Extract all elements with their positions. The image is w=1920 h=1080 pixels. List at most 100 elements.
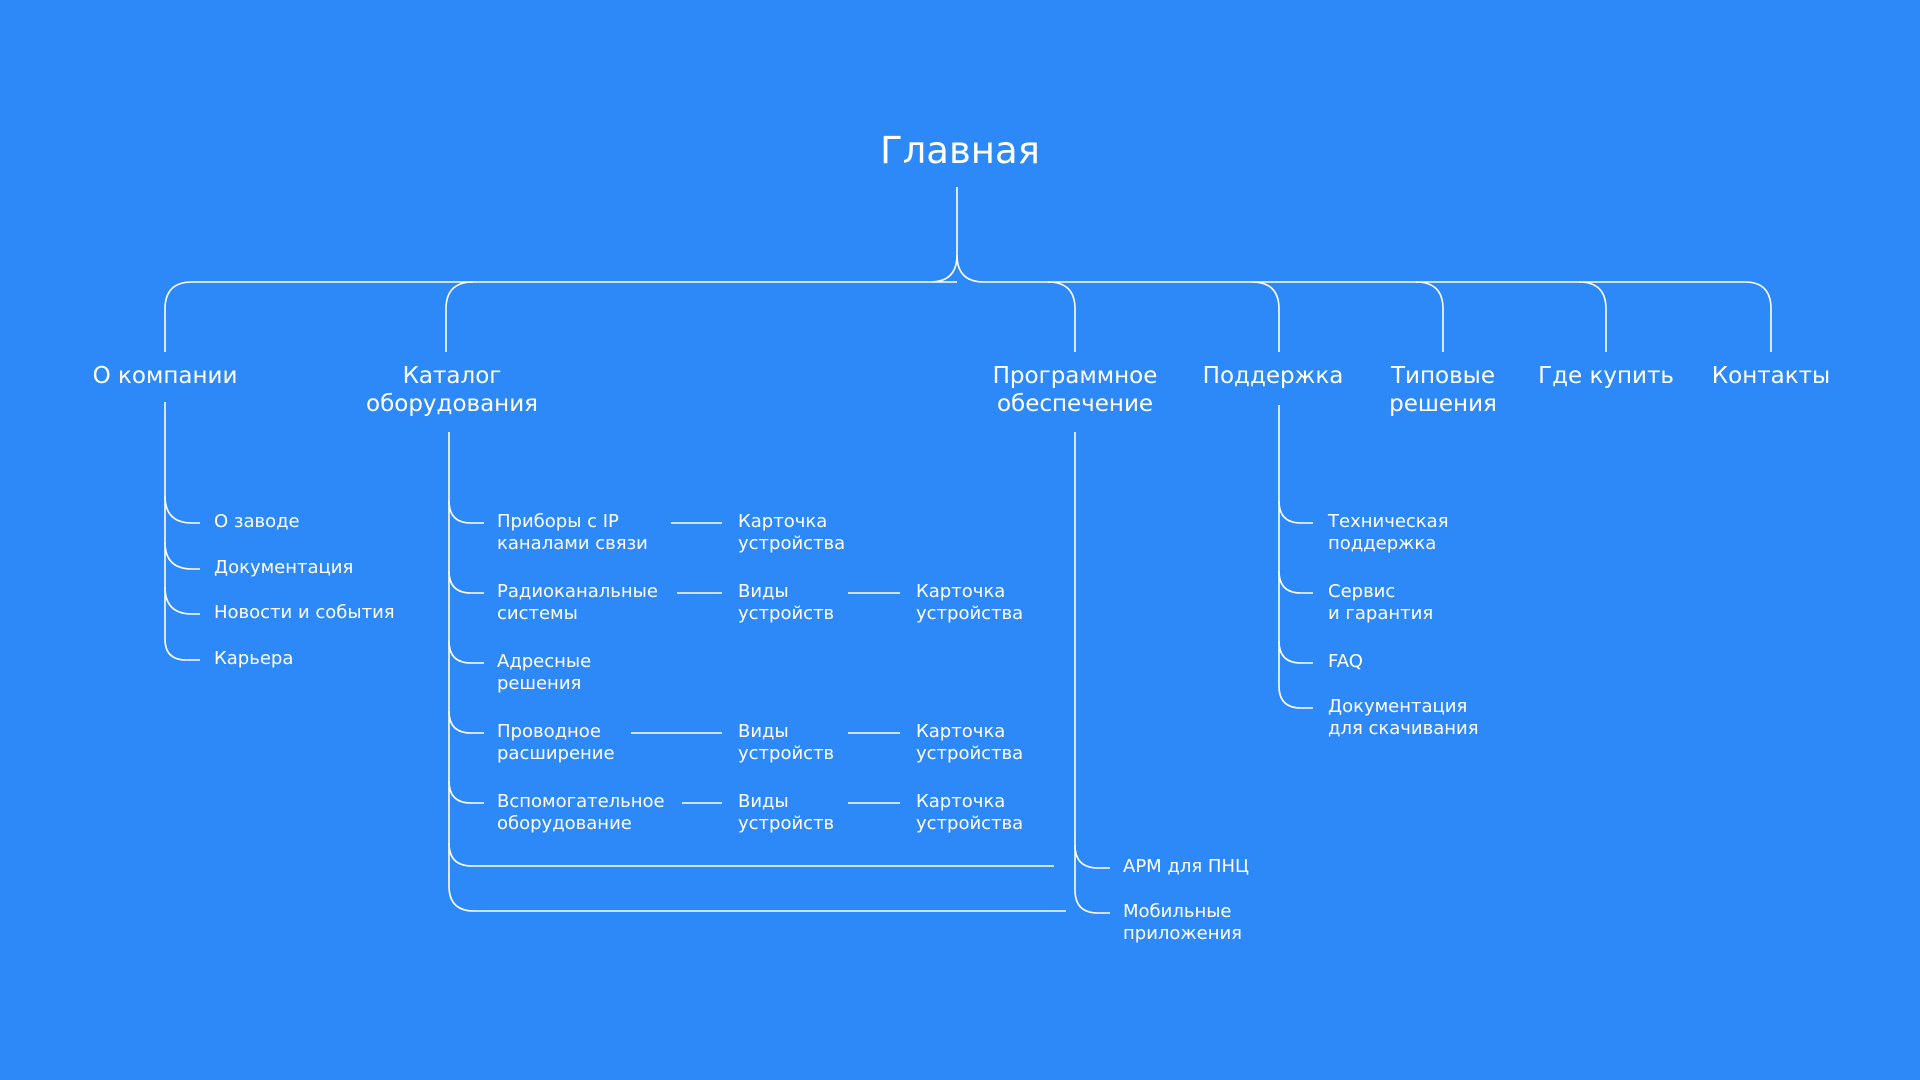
- section-line: Типовые: [1391, 363, 1495, 389]
- branch-buy: [1578, 281, 1607, 352]
- branch-software: [1047, 281, 1076, 352]
- leaf-line: Виды: [738, 721, 789, 742]
- leaf-line: поддержка: [1328, 532, 1437, 554]
- leaf-line: Виды: [738, 581, 789, 602]
- section-contacts: Контакты: [1712, 362, 1830, 390]
- catalog-elbow: [448, 780, 484, 804]
- catalog-to-software-2: [448, 885, 1066, 912]
- catalog-chain-node: Карточка устройства: [916, 791, 1023, 835]
- about-elbow: [164, 541, 200, 570]
- section-line: оборудования: [366, 391, 538, 418]
- section-line: Программное: [992, 363, 1158, 389]
- root-stem: [929, 187, 958, 283]
- section-line: решения: [1389, 391, 1497, 418]
- catalog-elbow: [448, 500, 484, 524]
- software-item: АРМ для ПНЦ: [1123, 856, 1249, 878]
- catalog-chain-node: Карточка устройства: [916, 581, 1023, 625]
- leaf-line: АРМ для ПНЦ: [1123, 856, 1249, 877]
- leaf-line: Документация: [214, 557, 354, 578]
- section-catalog: Каталог оборудования: [366, 362, 538, 418]
- software-item: Мобильные приложения: [1123, 901, 1242, 945]
- leaf-line: О заводе: [214, 511, 300, 532]
- section-about: О компании: [93, 362, 238, 390]
- leaf-line: расширение: [497, 742, 615, 764]
- leaf-line: приложения: [1123, 922, 1242, 944]
- section-line: О компании: [92, 363, 238, 389]
- leaf-line: системы: [497, 602, 578, 624]
- catalog-item: Приборы с IP каналами связи: [497, 511, 648, 555]
- about-item: О заводе: [214, 511, 300, 533]
- about-elbow: [164, 586, 200, 615]
- leaf-line: для скачивания: [1328, 717, 1479, 739]
- section-buy: Где купить: [1538, 362, 1674, 390]
- section-line: Поддержка: [1202, 363, 1344, 389]
- catalog-to-software-1: [448, 842, 1054, 867]
- leaf-line: Новости и события: [214, 602, 395, 623]
- support-item: Сервис и гарантия: [1328, 581, 1433, 625]
- catalog-item: Вспомогательное оборудование: [497, 791, 665, 835]
- branch-support: [1251, 281, 1280, 352]
- leaf-line: устройств: [738, 812, 835, 834]
- leaf-line: Карточка: [916, 581, 1006, 602]
- leaf-line: Адресные: [497, 651, 592, 672]
- software-elbow: [1074, 889, 1110, 914]
- support-item: Документация для скачивания: [1328, 696, 1479, 740]
- root-stem-right: [956, 254, 985, 283]
- leaf-line: Виды: [738, 791, 789, 812]
- catalog-elbow: [448, 640, 484, 664]
- catalog-item: Радиоканальные системы: [497, 581, 658, 625]
- catalog-elbow: [448, 570, 484, 594]
- support-elbow: [1278, 685, 1313, 709]
- section-software: Программное обеспечение: [993, 362, 1158, 418]
- bus-right: [984, 281, 1772, 352]
- about-item: Новости и события: [214, 602, 395, 624]
- catalog-elbow: [448, 710, 484, 734]
- section-line: Каталог: [402, 363, 502, 389]
- leaf-line: FAQ: [1328, 651, 1363, 672]
- catalog-item: Проводное расширение: [497, 721, 615, 765]
- catalog-chain-node: Виды устройств: [738, 581, 834, 625]
- leaf-line: Карьера: [214, 648, 294, 669]
- leaf-line: каналами связи: [497, 532, 648, 554]
- bus-left: [164, 281, 930, 352]
- leaf-line: Техническая: [1328, 511, 1449, 532]
- support-elbow: [1278, 640, 1313, 664]
- section-line: обеспечение: [996, 391, 1154, 418]
- leaf-line: Сервис: [1328, 581, 1396, 602]
- root-node-home: Главная: [880, 128, 1040, 173]
- support-elbow: [1278, 500, 1313, 524]
- section-support: Поддержка: [1203, 362, 1344, 390]
- catalog-chain-node: Виды устройств: [738, 791, 834, 835]
- leaf-line: Карточка: [916, 721, 1006, 742]
- section-solutions: Типовые решения: [1389, 362, 1497, 418]
- about-item: Карьера: [214, 648, 293, 670]
- section-line: Контакты: [1711, 363, 1831, 389]
- leaf-line: Мобильные: [1123, 901, 1232, 922]
- catalog-chain-node: Карточка устройства: [738, 511, 845, 555]
- root-label: Главная: [880, 129, 1040, 172]
- leaf-line: устройства: [916, 602, 1024, 624]
- about-item: Документация: [214, 557, 353, 579]
- branch-catalog: [445, 281, 474, 352]
- leaf-line: устройств: [738, 602, 835, 624]
- leaf-line: Документация: [1328, 696, 1468, 717]
- leaf-line: устройства: [916, 742, 1024, 764]
- about-elbow: [164, 638, 200, 661]
- support-elbow: [1278, 570, 1313, 594]
- catalog-chain-node: Виды устройств: [738, 721, 834, 765]
- software-elbow: [1074, 844, 1110, 869]
- about-elbow: [164, 495, 200, 524]
- catalog-chain-node: Карточка устройства: [916, 721, 1023, 765]
- leaf-line: и гарантия: [1328, 602, 1434, 624]
- leaf-line: устройств: [738, 742, 835, 764]
- section-line: Где купить: [1538, 363, 1674, 389]
- leaf-line: Проводное: [497, 721, 601, 742]
- leaf-line: Приборы с IP: [497, 511, 619, 532]
- leaf-line: Карточка: [916, 791, 1006, 812]
- leaf-line: оборудование: [497, 812, 632, 834]
- branch-solutions: [1415, 281, 1444, 352]
- support-item: Техническая поддержка: [1328, 511, 1449, 555]
- leaf-line: Карточка: [738, 511, 828, 532]
